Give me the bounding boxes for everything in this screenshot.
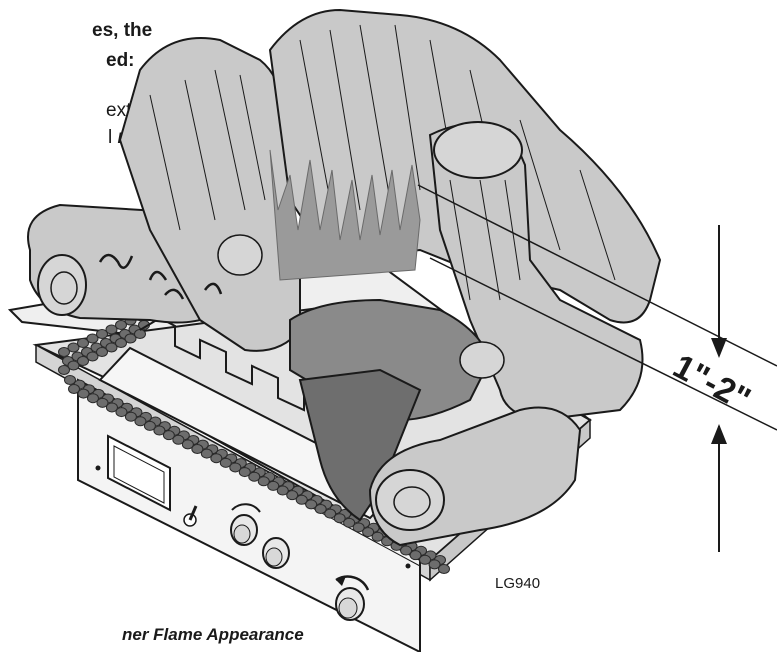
figure-caption: ner Flame Appearance [122, 625, 304, 645]
figure-code: LG940 [495, 575, 540, 592]
ember-bead [135, 330, 146, 339]
arrow-up-icon [711, 424, 727, 444]
control-knob-2-icon [263, 538, 289, 568]
arrow-down-icon [711, 338, 727, 358]
ember-bead [439, 565, 450, 574]
dimension-label: 1"-2" [667, 347, 757, 419]
